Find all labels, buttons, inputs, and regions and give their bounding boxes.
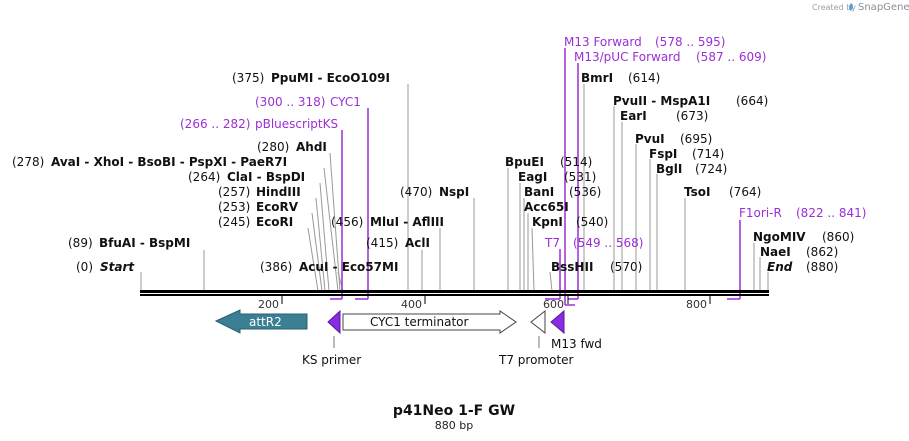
site-pos: (245) <box>218 215 250 229</box>
site-pos: (714) <box>692 147 724 161</box>
primer-range: (822 .. 841) <box>796 206 866 220</box>
site-name: BpuEI <box>505 155 544 169</box>
site-pos: (860) <box>822 230 854 244</box>
primer-name: T7 <box>544 236 560 250</box>
primer-name: M13/pUC Forward <box>574 50 681 64</box>
site-name: AcuI - Eco57MI <box>299 260 398 274</box>
primer-range: (266 .. 282) <box>180 117 250 131</box>
site-name: BfuAI - BspMI <box>99 236 190 250</box>
site-pos: (570) <box>610 260 642 274</box>
site-pos: (531) <box>564 170 596 184</box>
ruler-tick-label: 200 <box>258 298 279 311</box>
site-name: BmrI <box>581 71 613 85</box>
site-pos: (415) <box>366 236 398 250</box>
site-pos: (862) <box>806 245 838 259</box>
primer-range: (549 .. 568) <box>573 236 643 250</box>
snapgene-logo-icon <box>849 3 853 11</box>
feature-label: M13 fwd <box>551 337 602 351</box>
feature-m13-fwd[interactable]: M13 fwd <box>550 309 602 351</box>
site-name: EcoRI <box>256 215 293 229</box>
site-connectors <box>140 84 769 292</box>
site-pos: (280) <box>257 140 289 154</box>
site-pos: (764) <box>729 185 761 199</box>
primer-name: CYC1 <box>330 95 361 109</box>
site-name: End <box>767 260 793 274</box>
site-pos: (375) <box>232 71 264 85</box>
site-pos: (0) <box>76 260 93 274</box>
site-name: AvaI - XhoI - BsoBI - PspXI - PaeR7I <box>51 155 287 169</box>
site-pos: (724) <box>695 162 727 176</box>
credit-prefix: Created by <box>812 3 856 12</box>
site-pos: (536) <box>569 185 601 199</box>
site-name: EagI <box>518 170 547 184</box>
feature-cyc1-terminator[interactable]: CYC1 terminator <box>342 310 517 334</box>
site-name: PpuMI - EcoO109I <box>271 71 390 85</box>
feature-label: T7 promoter <box>498 353 574 367</box>
site-name: KpnI <box>532 215 563 229</box>
primer-range: (578 .. 595) <box>655 35 725 49</box>
primer-labels: M13 Forward (578 .. 595) M13/pUC Forward… <box>180 35 866 250</box>
site-name: ClaI - BspDI <box>227 170 305 184</box>
primer-name: pBluescriptKS <box>255 117 338 131</box>
primer-range: (300 .. 318) <box>255 95 325 109</box>
site-name: MluI - AflIII <box>370 215 444 229</box>
site-name: FspI <box>649 147 677 161</box>
credit-brand: SnapGene <box>858 2 909 13</box>
site-name: PvuII - MspA1I <box>613 94 710 108</box>
feature-ks-primer[interactable]: KS primer <box>302 309 361 367</box>
site-pos: (257) <box>218 185 250 199</box>
site-pos: (540) <box>576 215 608 229</box>
site-pos: (456) <box>331 215 363 229</box>
site-pos: (880) <box>806 260 838 274</box>
site-name: NspI <box>439 185 469 199</box>
feature-t7-promoter[interactable]: T7 promoter <box>498 309 574 367</box>
site-name: BanI <box>524 185 554 199</box>
site-pos: (253) <box>218 200 250 214</box>
site-name: EarI <box>620 109 647 123</box>
feature-label: attR2 <box>249 315 282 329</box>
site-pos: (89) <box>68 236 93 250</box>
site-name: AclI <box>405 236 430 250</box>
site-pos: (514) <box>560 155 592 169</box>
primer-name: F1ori-R <box>739 206 782 220</box>
ruler <box>281 296 711 304</box>
site-pos: (386) <box>260 260 292 274</box>
site-name: NaeI <box>760 245 791 259</box>
primer-range: (587 .. 609) <box>696 50 766 64</box>
primer-markers <box>330 48 741 306</box>
site-labels: (0) Start (89) BfuAI - BspMI (245) EcoRI… <box>12 71 854 274</box>
site-name: BglI <box>656 162 682 176</box>
site-pos: (614) <box>628 71 660 85</box>
site-pos: (673) <box>676 109 708 123</box>
dna-backbone <box>140 290 769 296</box>
site-name: PvuI <box>635 132 665 146</box>
ruler-tick-label: 800 <box>686 298 707 311</box>
map-length: 880 bp <box>435 419 473 432</box>
site-pos: (664) <box>736 94 768 108</box>
primer-name: M13 Forward <box>564 35 642 49</box>
map-title: p41Neo 1-F GW <box>393 403 515 419</box>
site-name: Acc65I <box>524 200 569 214</box>
feature-label: CYC1 terminator <box>370 315 469 329</box>
ruler-tick-label: 400 <box>401 298 422 311</box>
site-name: NgoMIV <box>753 230 806 244</box>
site-name: Start <box>100 260 135 274</box>
site-name: HindIII <box>256 185 301 199</box>
site-name: EcoRV <box>256 200 299 214</box>
site-pos: (470) <box>400 185 432 199</box>
feature-label: KS primer <box>302 353 361 367</box>
site-name: TsoI <box>684 185 710 199</box>
site-pos: (278) <box>12 155 44 169</box>
site-name: AhdI <box>296 140 327 154</box>
site-pos: (695) <box>680 132 712 146</box>
feature-attR2[interactable]: attR2 <box>214 309 308 334</box>
ruler-tick-label: 600 <box>543 298 564 311</box>
site-name: BssHII <box>551 260 593 274</box>
site-pos: (264) <box>188 170 220 184</box>
